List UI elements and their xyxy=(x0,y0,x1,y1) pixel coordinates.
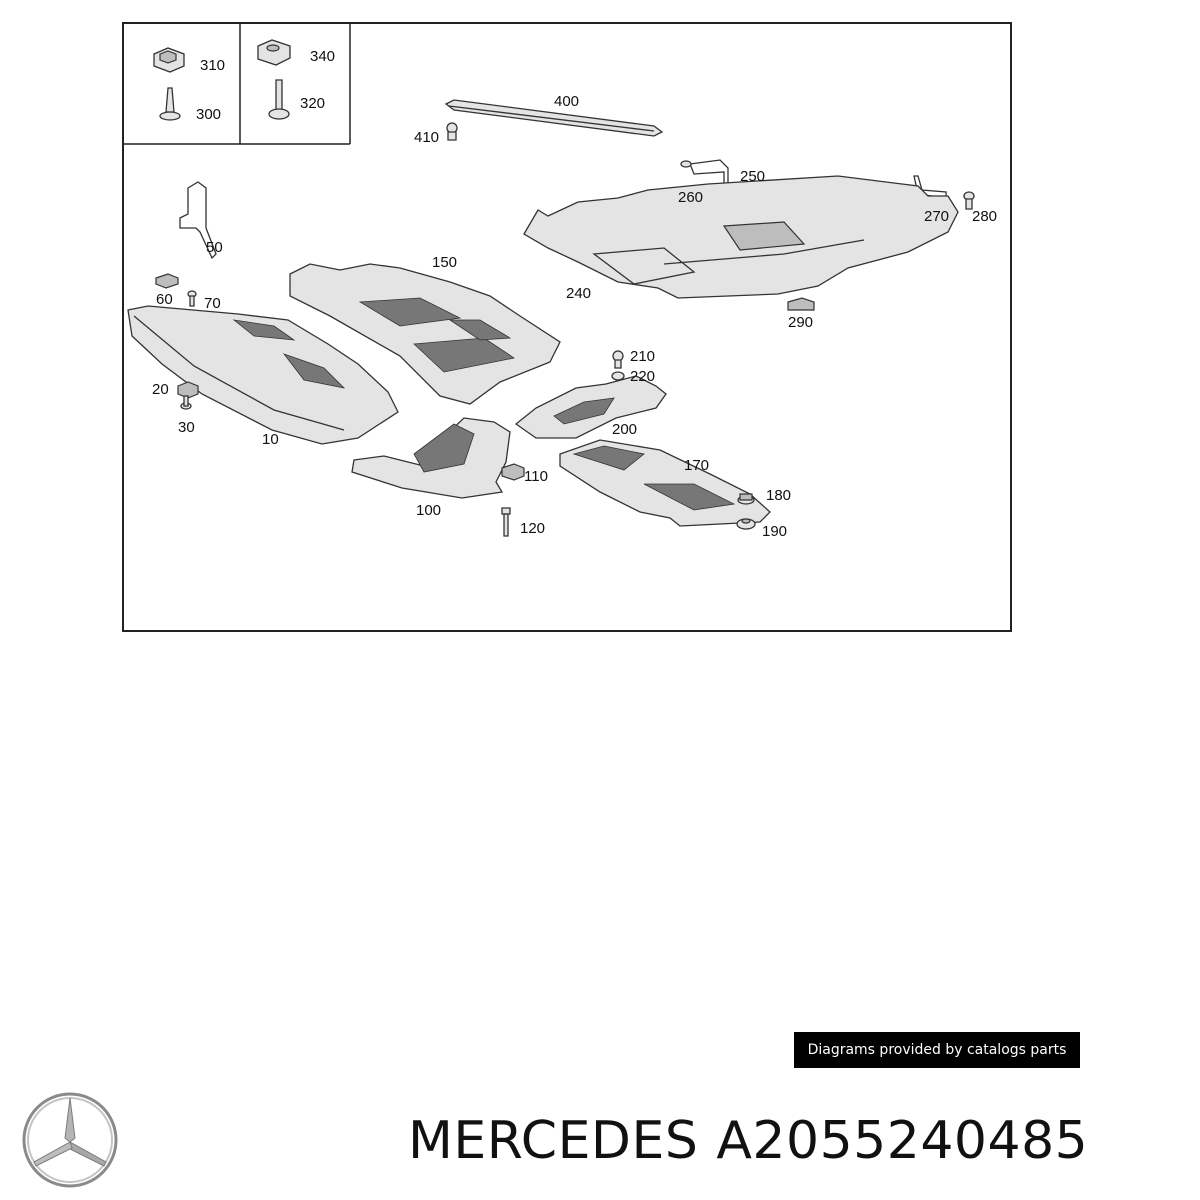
diagram-credit-badge: Diagrams provided by catalogs parts xyxy=(794,1032,1080,1068)
label-100: 100 xyxy=(416,502,441,519)
label-20: 20 xyxy=(152,381,169,398)
washer-220-icon xyxy=(611,371,625,381)
label-180: 180 xyxy=(766,487,791,504)
label-400: 400 xyxy=(554,93,579,110)
side-panel-200-icon xyxy=(514,375,667,439)
clip-110-icon xyxy=(501,463,525,481)
clip-180-icon xyxy=(737,493,755,505)
label-50: 50 xyxy=(206,239,223,256)
screw-300-icon xyxy=(159,87,181,121)
panel-100-icon xyxy=(351,417,511,499)
clip-60-icon xyxy=(155,273,179,289)
mercedes-star-logo-icon xyxy=(22,1092,118,1188)
label-310: 310 xyxy=(200,57,225,74)
nut-340-icon xyxy=(257,39,291,66)
label-70: 70 xyxy=(204,295,221,312)
label-280: 280 xyxy=(972,208,997,225)
part-number: A2055240485 xyxy=(716,1111,1089,1171)
label-60: 60 xyxy=(156,291,173,308)
label-240: 240 xyxy=(566,285,591,302)
washer-190-icon xyxy=(736,518,756,530)
screw-120-icon xyxy=(501,507,511,537)
label-210: 210 xyxy=(630,348,655,365)
bolt-320-icon xyxy=(268,79,290,120)
mid-panel-150-icon xyxy=(289,263,561,405)
parts-diagram-frame: 310 300 340 320 400 410 250 260 270 280 … xyxy=(122,22,1012,632)
label-340: 340 xyxy=(310,48,335,65)
label-30: 30 xyxy=(178,419,195,436)
front-panel-10-icon xyxy=(127,305,399,445)
screw-30-icon xyxy=(180,395,192,410)
parts-diagram: 310 300 340 320 400 410 250 260 270 280 … xyxy=(124,24,997,540)
label-220: 220 xyxy=(630,368,655,385)
bracket-50-icon xyxy=(179,181,217,260)
label-270: 270 xyxy=(924,208,949,225)
strut-400-icon xyxy=(444,99,664,137)
label-190: 190 xyxy=(762,523,787,540)
clip-310-icon xyxy=(153,47,185,73)
label-320: 320 xyxy=(300,95,325,112)
label-250: 250 xyxy=(740,168,765,185)
label-300: 300 xyxy=(196,106,221,123)
label-170: 170 xyxy=(684,457,709,474)
label-260: 260 xyxy=(678,189,703,206)
label-120: 120 xyxy=(520,520,545,537)
bolt-410-icon xyxy=(446,122,458,141)
clip-290-icon xyxy=(787,297,815,311)
label-290: 290 xyxy=(788,314,813,331)
label-110: 110 xyxy=(524,468,548,485)
clip-20-icon xyxy=(177,381,199,399)
screw-210-icon xyxy=(612,350,624,369)
label-150: 150 xyxy=(432,254,457,271)
rear-panel-170-icon xyxy=(559,439,771,527)
part-title: MERCEDES A2055240485 xyxy=(408,1105,1188,1177)
label-10: 10 xyxy=(262,431,279,448)
underbody-panel-240-icon xyxy=(523,175,959,299)
label-200: 200 xyxy=(612,421,637,438)
brand-name: MERCEDES xyxy=(408,1111,699,1171)
label-410: 410 xyxy=(414,129,439,146)
screw-70-icon xyxy=(187,290,197,307)
